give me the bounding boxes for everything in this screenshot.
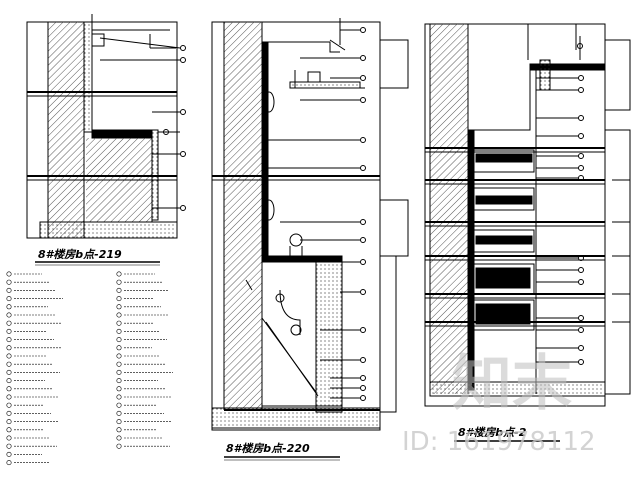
legend-marker — [116, 361, 122, 367]
right-wall-hatch — [430, 24, 468, 394]
legend-marker — [116, 427, 122, 433]
detail-label-right: 8#楼房b点-2 — [458, 426, 527, 439]
legend-marker — [6, 361, 12, 367]
legend-marker — [6, 369, 12, 375]
legend-marker — [6, 279, 12, 285]
legend-marker — [6, 386, 12, 392]
legend-marker — [116, 419, 122, 425]
legend-marker — [6, 296, 12, 302]
legend-marker — [116, 287, 122, 293]
legend-marker — [116, 386, 122, 392]
watermark-id: ID: 161978112 — [402, 427, 596, 457]
left-callouts — [99, 37, 186, 211]
legend-marker — [6, 394, 12, 400]
middle-callouts — [268, 27, 366, 401]
legend-marker — [6, 402, 12, 408]
legend-marker — [6, 419, 12, 425]
legend-marker — [6, 320, 12, 326]
legend-marker — [6, 410, 12, 416]
detail-label-left: 8#楼房b点-219 — [38, 248, 122, 261]
legend-marker — [6, 427, 12, 433]
legend-marker — [116, 353, 122, 359]
legend-marker — [116, 410, 122, 416]
legend-marker — [6, 312, 12, 318]
right-callouts — [536, 43, 584, 365]
right-frame — [424, 23, 606, 407]
watermark-brand: 知末 — [452, 349, 572, 419]
legend-marker — [116, 279, 122, 285]
legend-marker — [116, 369, 122, 375]
legend-marker — [6, 345, 12, 351]
legend-marker — [6, 287, 12, 293]
legend-marker — [6, 460, 12, 466]
legend-marker — [116, 345, 122, 351]
legend-marker — [116, 394, 122, 400]
legend-marker — [116, 296, 122, 302]
legend-marker — [116, 328, 122, 334]
detail-right — [424, 23, 631, 407]
legend-marker — [116, 320, 122, 326]
middle-wall-hatch — [224, 22, 262, 410]
legend-marker — [6, 378, 12, 384]
legend-marker — [116, 378, 122, 384]
legend-marker — [6, 443, 12, 449]
legend-marker — [116, 312, 122, 318]
legend-marker — [116, 304, 122, 310]
detail-label-middle: 8#楼房b点-220 — [226, 442, 310, 455]
detail-left — [26, 14, 186, 239]
middle-frame — [211, 21, 381, 431]
legend-marker — [6, 337, 12, 343]
legend-marker — [116, 402, 122, 408]
left-wall-hatch — [48, 22, 84, 238]
material-legend — [6, 271, 173, 466]
detail-middle — [211, 18, 409, 431]
legend-marker — [116, 435, 122, 441]
legend-marker — [116, 271, 122, 277]
right-shelves — [473, 149, 535, 331]
legend-marker — [6, 435, 12, 441]
legend-marker — [116, 337, 122, 343]
legend-marker — [6, 271, 12, 277]
legend-marker — [6, 451, 12, 457]
legend-marker — [6, 304, 12, 310]
legend-marker — [116, 443, 122, 449]
legend-marker — [6, 328, 12, 334]
legend-marker — [6, 353, 12, 359]
